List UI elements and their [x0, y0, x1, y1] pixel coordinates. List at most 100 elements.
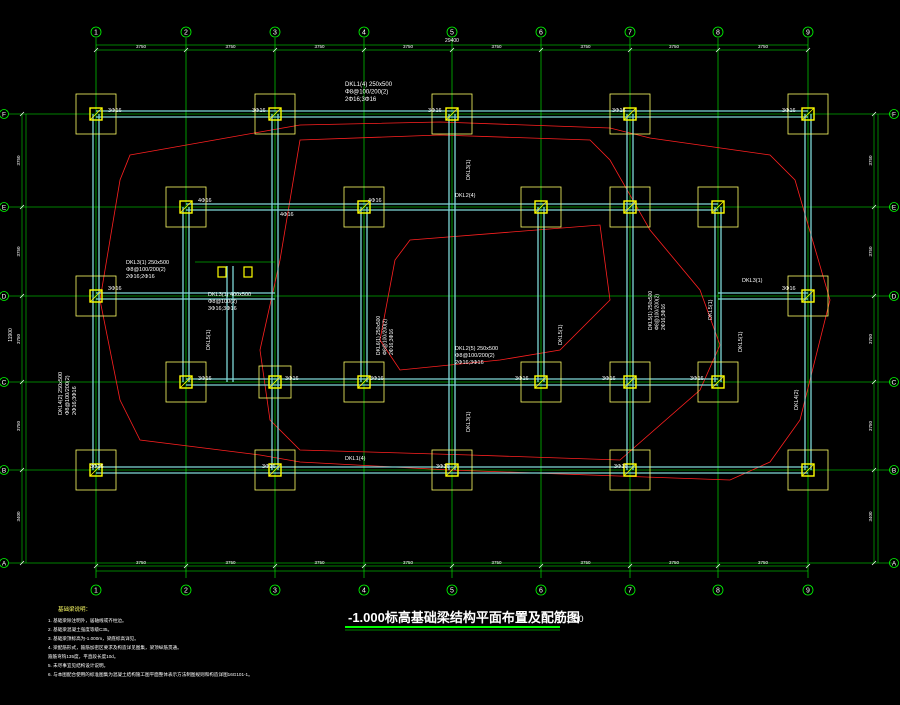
boundary-core	[379, 224, 611, 371]
pile-diagonal	[623, 375, 637, 389]
axis-label-column: 7	[628, 30, 632, 37]
dimension-text: 3750	[136, 44, 147, 49]
axis-bubble	[180, 26, 192, 38]
axis-label-row: D	[2, 294, 7, 301]
beam-short-label: 3Φ16	[285, 376, 299, 382]
pile-cap-outline	[258, 365, 292, 399]
axis-bubble	[0, 109, 9, 119]
dimension-text: 3750	[580, 560, 591, 565]
beam-label-line: DKL5(1) 250x500	[648, 291, 654, 330]
pile-cap-outline	[787, 449, 829, 491]
dimension-tick	[871, 379, 877, 385]
axis-bubble	[712, 584, 724, 596]
dimension-text: 3750	[16, 155, 21, 166]
dimension-text: 3400	[16, 511, 21, 522]
beam-label-line: DKL3(1) 400x500	[208, 292, 251, 298]
axis-label-column: 6	[539, 588, 543, 595]
pile-square	[445, 463, 459, 477]
beam-label-line: 2Φ16;3Φ16	[345, 97, 377, 103]
raft-boundary-outline	[99, 121, 831, 481]
beam-label-line: DKL6(1) 250x500	[376, 316, 382, 355]
drawing-title: -1.000标高基础梁结构平面布置及配筋图	[348, 610, 580, 625]
dimension-text: 3750	[403, 560, 414, 565]
dimension-text: 3750	[868, 246, 873, 257]
pile-square	[534, 200, 548, 214]
dimension-tick	[715, 47, 721, 53]
axis-label-column: 8	[716, 588, 720, 595]
dimension-tick	[272, 47, 278, 53]
pile-diagonal	[711, 375, 725, 389]
axis-label-column: 4	[362, 588, 366, 595]
axis-label-column: 3	[273, 30, 277, 37]
beam-label-line: Φ8@100/200(2)	[126, 267, 166, 273]
beam-label-line: Φ8@100(2)	[208, 299, 237, 305]
axis-label-column: 1	[94, 30, 98, 37]
beam-short-label: DKL5(1)	[206, 329, 212, 350]
beam-short-label: 3Φ16	[602, 376, 616, 382]
axis-label-column: 1	[94, 588, 98, 595]
pile-square	[445, 107, 459, 121]
axis-bubble	[889, 377, 899, 387]
pile-square	[89, 463, 103, 477]
axis-label-column: 9	[806, 30, 810, 37]
axis-bubble	[446, 26, 458, 38]
axis-bubble	[0, 465, 9, 475]
dimension-text: 3750	[314, 44, 325, 49]
beam-short-label: DKL2(4)	[455, 193, 476, 199]
beam-label-line: DKL2(5) 250x500	[455, 346, 498, 352]
beam-short-label: 3Φ16	[90, 464, 104, 470]
dimension-tick	[538, 563, 544, 569]
pile-cap-outline	[254, 449, 296, 491]
pile-diagonal	[268, 463, 282, 477]
dimension-tick	[871, 293, 877, 299]
beam-short-label: 3Φ16	[108, 286, 122, 292]
beam-short-label: DKL3(1)	[742, 278, 763, 284]
dimension-tick	[627, 563, 633, 569]
pile-cap-outline	[697, 186, 739, 228]
pile-square	[179, 200, 193, 214]
pile-square	[623, 375, 637, 389]
axis-label-column: 2	[184, 30, 188, 37]
notes-heading: 基础梁说明：	[58, 605, 91, 613]
axis-label-row: A	[2, 561, 7, 568]
axis-label-row: C	[892, 380, 897, 387]
note-item: 5. 未尽事宜见结构设计说明。	[48, 662, 108, 669]
pile-cap-outline	[431, 449, 473, 491]
drawing-scale: 1:50	[566, 614, 584, 624]
dimension-tick	[19, 560, 25, 566]
pile-diagonal	[801, 107, 815, 121]
beam-label-line: Φ8@100/200(2)	[345, 90, 388, 96]
beam-short-label: 3Φ16	[612, 108, 626, 114]
axis-bubble	[712, 26, 724, 38]
pile-diagonal	[357, 200, 371, 214]
dimension-tick	[805, 563, 811, 569]
axis-bubble	[889, 465, 899, 475]
pile-cap-outline	[609, 186, 651, 228]
axis-label-row: B	[2, 468, 6, 475]
beam-label-line: 2Φ16;3Φ16	[455, 360, 484, 366]
pile-diagonal	[89, 289, 103, 303]
beam-short-label: 3Φ16	[262, 464, 276, 470]
pile-diagonal	[179, 200, 193, 214]
pile-square	[268, 375, 282, 389]
pile-square	[268, 463, 282, 477]
pile-square	[801, 107, 815, 121]
dimension-text: 3400	[868, 511, 873, 522]
dimension-tick	[715, 563, 721, 569]
beam-label-line: 3Φ16;3Φ16	[208, 306, 237, 312]
beam-short-label: DKL3(1)	[466, 159, 472, 180]
dimension-text: 3750	[314, 560, 325, 565]
pile-cap-outline	[609, 361, 651, 403]
dimension-text: 3750	[868, 420, 873, 431]
axis-label-row: E	[2, 205, 7, 212]
axis-label-column: 4	[362, 30, 366, 37]
pile-cap-outline	[343, 186, 385, 228]
axis-bubble	[802, 584, 814, 596]
beam-short-label: 4Φ16	[198, 198, 212, 204]
axis-bubble	[535, 584, 547, 596]
